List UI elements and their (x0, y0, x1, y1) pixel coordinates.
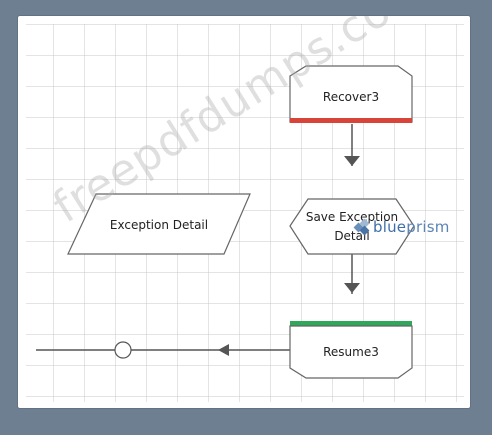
process-diagram-canvas: Recover3 Save Exception Detail Exception… (18, 16, 470, 408)
recover-status-bar (290, 118, 412, 123)
flow-diagram: Recover3 Save Exception Detail Exception… (26, 24, 464, 402)
exception-detail-label: Exception Detail (110, 218, 208, 232)
exception-detail-stage[interactable]: Exception Detail (67, 193, 251, 255)
recover-stage[interactable]: Recover3 (289, 65, 413, 123)
arrow-down-icon (344, 283, 360, 293)
link-handle[interactable] (114, 341, 132, 359)
resume-stage[interactable]: Resume3 (289, 321, 413, 379)
save-exception-label-line1: Save Exception (306, 210, 398, 224)
recover-label: Recover3 (323, 90, 379, 104)
arrow-down-icon (344, 156, 360, 166)
arrow-left-icon (218, 344, 229, 356)
save-exception-label-line2: Detail (334, 229, 369, 243)
resume-label: Resume3 (323, 345, 379, 359)
resume-status-bar (290, 321, 412, 326)
save-exception-stage[interactable]: Save Exception Detail (289, 198, 415, 255)
